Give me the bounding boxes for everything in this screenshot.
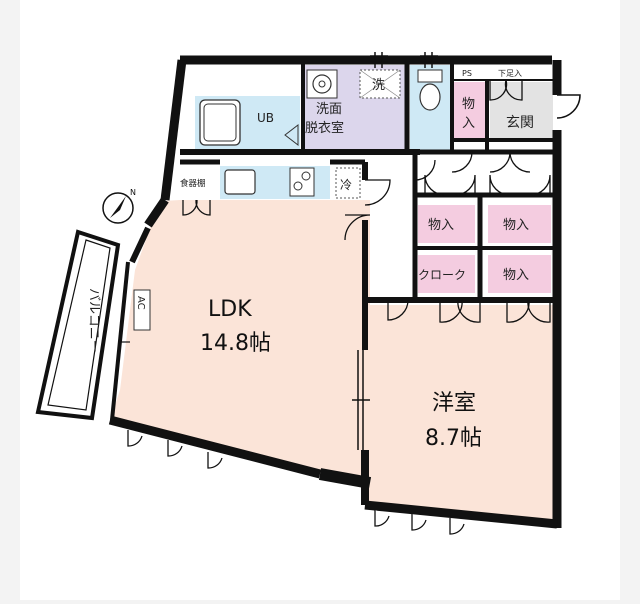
storage-3-label: 物入 (503, 268, 529, 283)
closet-label: クローク (418, 268, 466, 282)
vent-icon-toilet (420, 52, 438, 68)
sliding-door (352, 350, 370, 450)
western-room-floor (365, 305, 553, 520)
washbasin-icon (306, 69, 338, 99)
interior-walls (180, 62, 557, 505)
closet-floor (418, 255, 475, 293)
vent-icon (370, 52, 388, 68)
storage-2-label: 物入 (503, 218, 529, 233)
ldk-name: LDK (208, 297, 252, 322)
bath-drain-icon (284, 123, 299, 147)
fridge-label: 冷 (340, 178, 352, 192)
storage-1-label: 物入 (428, 218, 454, 233)
dish-cabinet-label: 食器棚 (180, 178, 206, 189)
compass-icon (102, 192, 134, 224)
washroom-label-line2: 脱衣室 (305, 120, 344, 136)
storage-top-floor (453, 82, 485, 138)
aircon-label: AC (135, 296, 146, 310)
fridge-space (335, 167, 361, 199)
toilet-icon (417, 69, 443, 111)
windows-south (127, 430, 465, 535)
aircon-unit (133, 289, 151, 331)
door-swings (182, 79, 581, 323)
storage-top-label-line2: 入 (462, 116, 475, 131)
stove-icon (289, 167, 315, 197)
balcony-label: バルコニー (86, 288, 101, 353)
unit-bath-label: UB (257, 111, 274, 125)
western-room-name: 洋室 (432, 391, 476, 416)
storage-3-floor (488, 255, 551, 293)
ldk-size: 14.8帖 (200, 331, 271, 356)
storage-2-floor (488, 205, 551, 243)
entrance-label: 玄関 (506, 114, 534, 131)
washroom-label-line1: 洗面 (316, 102, 342, 117)
balcony (35, 229, 121, 421)
floor-plan-canvas: UB 洗面 脱衣室 洗 PS 下足入 物 入 玄関 (20, 0, 620, 600)
western-room-size: 8.7帖 (425, 426, 482, 451)
shoe-box-label: 下足入 (498, 69, 522, 78)
kitchen-sink-icon (224, 169, 256, 195)
storage-1-floor (418, 205, 475, 243)
pipe-space-label: PS (462, 69, 472, 78)
compass-north-label: N (130, 188, 136, 197)
ldk-floor (110, 200, 370, 482)
bathtub-icon (199, 99, 241, 146)
washer-label: 洗 (372, 78, 385, 93)
floor-plan: UB 洗面 脱衣室 洗 PS 下足入 物 入 玄関 (35, 52, 581, 535)
storage-top-label-line1: 物 (462, 97, 475, 112)
